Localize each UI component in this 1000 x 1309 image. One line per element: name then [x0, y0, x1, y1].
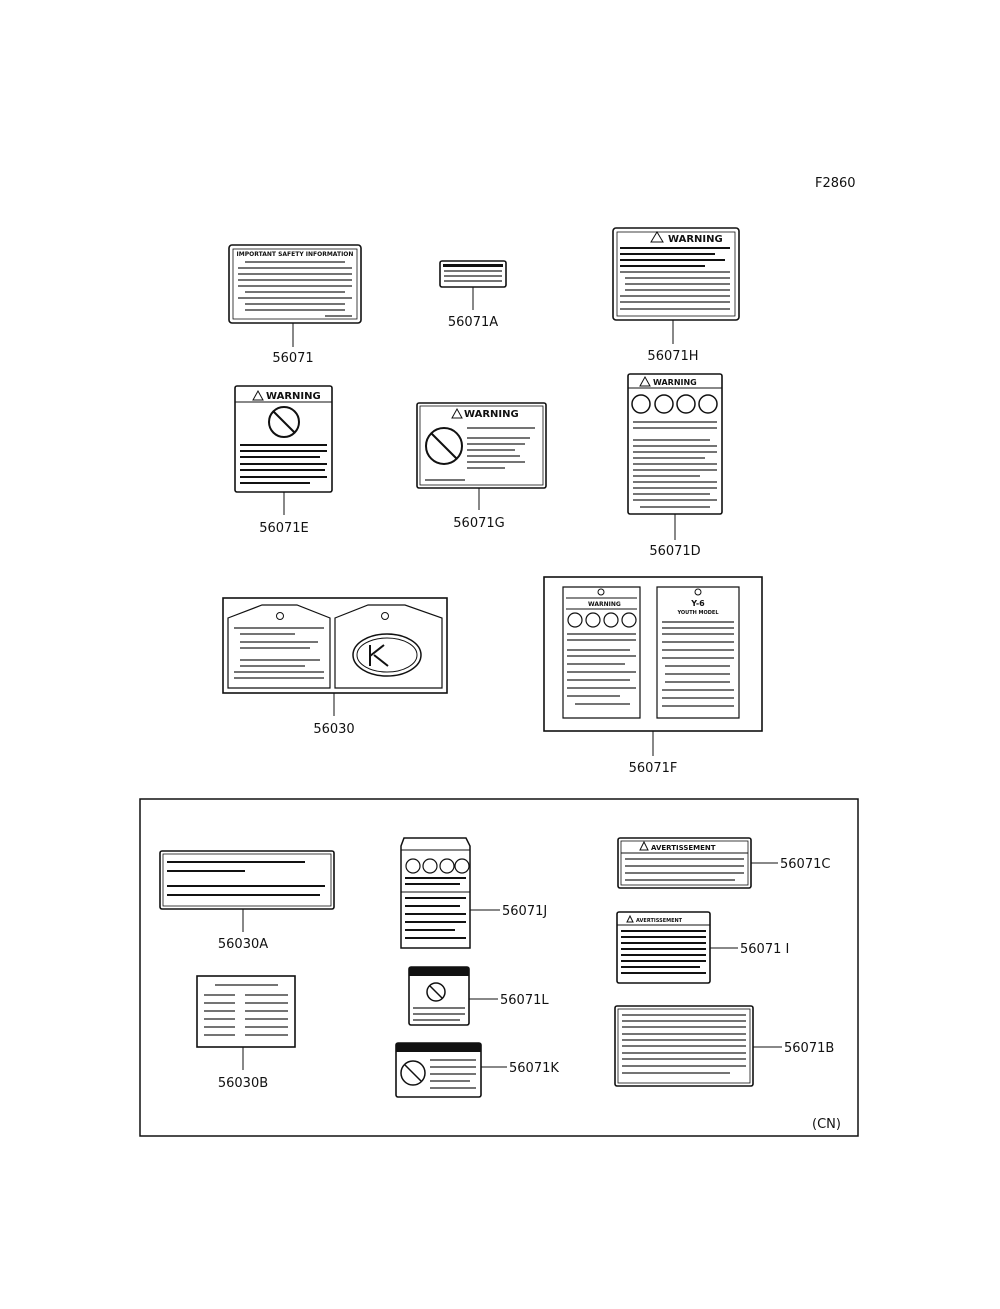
label-56071L[interactable] — [408, 966, 470, 1026]
label-56071B[interactable] — [614, 1005, 754, 1087]
svg-text:IMPORTANT SAFETY INFORMATION: IMPORTANT SAFETY INFORMATION — [237, 251, 354, 258]
part-number-56071A: 56071A — [448, 315, 498, 330]
part-number-56071E: 56071E — [259, 521, 309, 536]
label-56071I[interactable]: AVERTISSEMENT — [616, 911, 711, 984]
part-number-56030B: 56030B — [218, 1076, 268, 1091]
label-56030B[interactable] — [196, 975, 296, 1048]
part-number-56071K: 56071K — [509, 1061, 559, 1076]
svg-text:AVERTISSEMENT: AVERTISSEMENT — [636, 918, 683, 924]
label-56071C[interactable]: AVERTISSEMENT — [617, 837, 752, 889]
part-number-56030A: 56030A — [218, 937, 268, 952]
label-56071E[interactable]: WARNING — [234, 385, 333, 493]
part-number-56071L: 56071L — [500, 993, 549, 1008]
part-number-56071H: 56071H — [647, 349, 698, 364]
label-56071J[interactable] — [400, 837, 471, 949]
svg-text:WARNING: WARNING — [653, 378, 697, 387]
svg-text:WARNING: WARNING — [668, 234, 723, 245]
label-56071H[interactable]: WARNING — [612, 227, 740, 321]
label-56071A[interactable] — [439, 260, 507, 288]
part-number-56071D: 56071D — [649, 544, 700, 559]
part-number-56071G: 56071G — [453, 516, 504, 531]
part-number-56071J: 56071J — [502, 904, 547, 919]
label-56071[interactable]: IMPORTANT SAFETY INFORMATION — [228, 244, 362, 324]
svg-text:AVERTISSEMENT: AVERTISSEMENT — [651, 844, 716, 852]
label-56030A[interactable] — [159, 850, 335, 910]
label-56071K[interactable] — [395, 1042, 482, 1098]
part-number-56071F: 56071F — [629, 761, 678, 776]
svg-text:Y-6: Y-6 — [690, 599, 705, 608]
svg-text:WARNING: WARNING — [464, 409, 519, 420]
label-56071D[interactable]: WARNING — [627, 373, 723, 515]
part-number-56071B: 56071B — [784, 1041, 834, 1056]
part-number-56071: 56071 — [272, 351, 313, 366]
svg-text:WARNING: WARNING — [588, 601, 621, 608]
label-56030[interactable] — [222, 597, 448, 694]
svg-text:YOUTH MODEL: YOUTH MODEL — [676, 610, 719, 616]
part-number-56071C: 56071C — [780, 857, 830, 872]
label-56071G[interactable]: WARNING — [416, 402, 547, 489]
cn-group-box — [139, 798, 859, 1137]
part-number-56071I: 56071 I — [740, 942, 789, 957]
label-56071F[interactable]: WARNING Y-6 YOUTH MODEL — [543, 576, 763, 732]
svg-text:WARNING: WARNING — [266, 391, 321, 402]
part-number-56030: 56030 — [313, 722, 354, 737]
drawing-code: F2860 — [815, 176, 856, 191]
region-code: (CN) — [812, 1117, 841, 1132]
